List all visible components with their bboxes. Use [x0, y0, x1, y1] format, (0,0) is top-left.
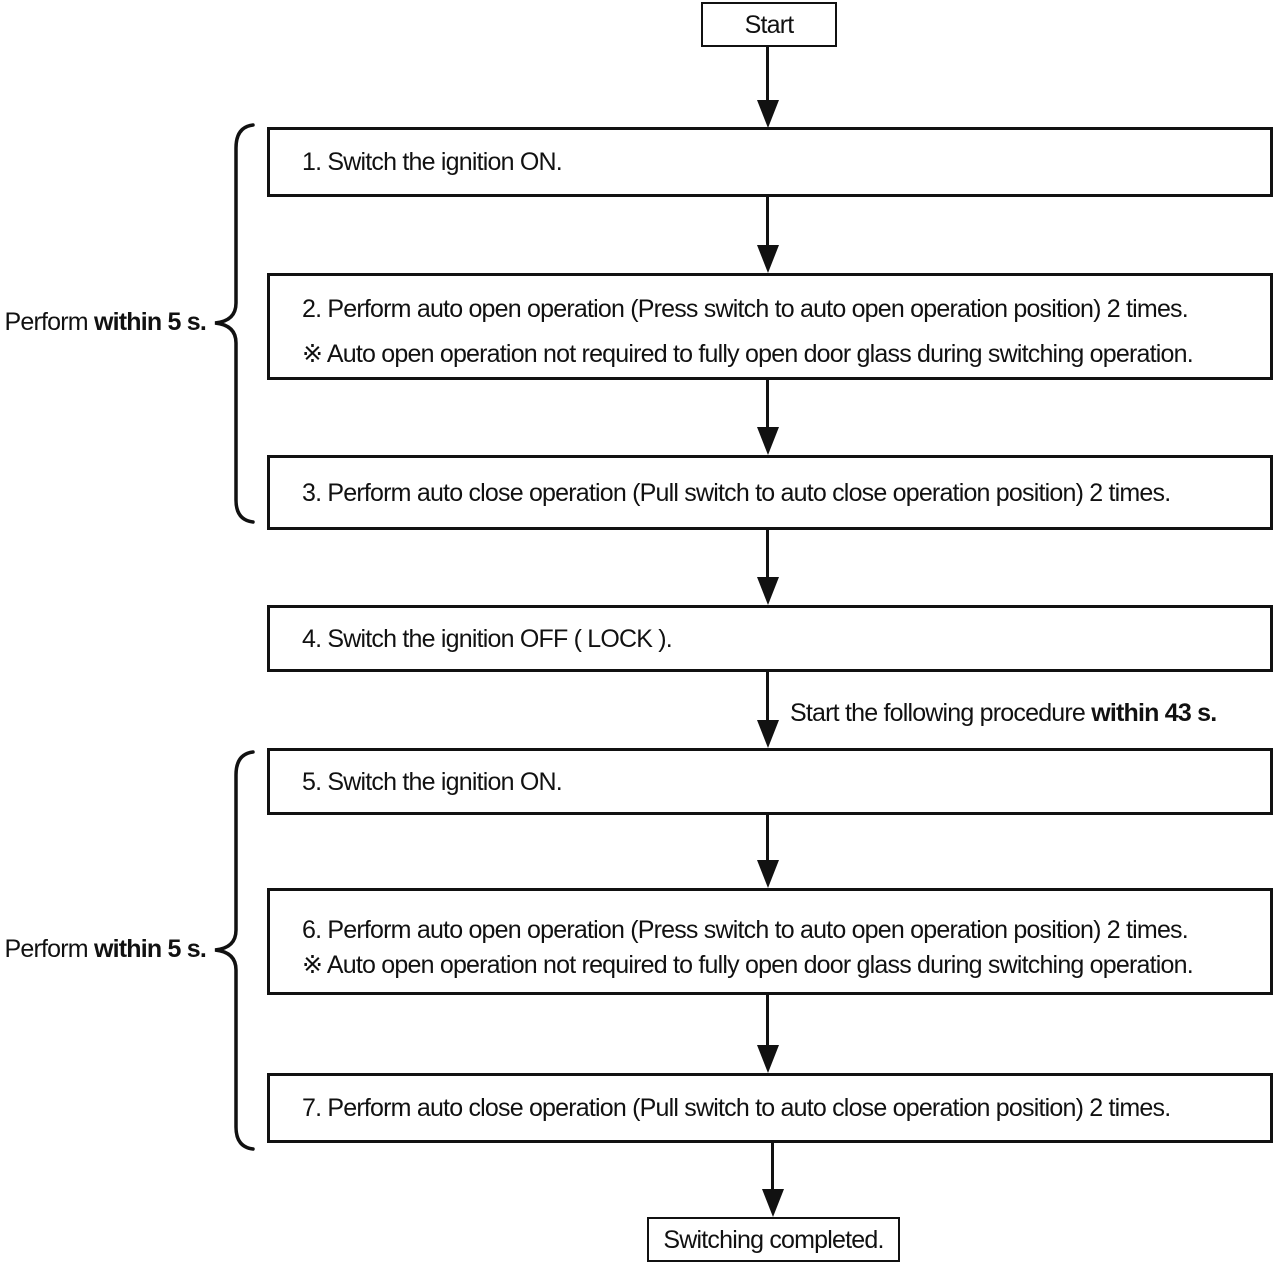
step6-text: 6. Perform auto open operation (Press sw…	[302, 916, 1189, 944]
step3-box: 3. Perform auto close operation (Pull sw…	[267, 455, 1273, 530]
step7-box: 7. Perform auto close operation (Pull sw…	[267, 1073, 1273, 1143]
arrow-step6-to-step7	[766, 995, 769, 1047]
step7-text: 7. Perform auto close operation (Pull sw…	[302, 1094, 1171, 1122]
step4-text: 4. Switch the ignition OFF ( LOCK ).	[302, 624, 673, 653]
brace-label-bottom: Perform within 5 s.	[2, 934, 206, 964]
arrow-step2-to-step3	[766, 380, 769, 429]
brace-steps-5-7	[214, 750, 255, 1151]
step1-text: 1. Switch the ignition ON.	[302, 148, 563, 176]
start-node: Start	[701, 2, 837, 47]
arrow-start-to-step1	[766, 47, 769, 102]
arrow-step4-to-step5	[766, 672, 769, 722]
arrowhead-step7-to-end	[762, 1189, 784, 1217]
end-node-label: Switching completed.	[663, 1225, 884, 1254]
arrowhead-step5-to-step6	[757, 860, 779, 888]
brace-label-bottom-prefix: Perform	[4, 935, 94, 963]
arrow-step7-to-end	[771, 1143, 774, 1191]
start-node-label: Start	[744, 10, 795, 39]
arrowhead-step4-to-step5	[757, 720, 779, 748]
arrow-step5-to-step6	[766, 815, 769, 862]
step3-text: 3. Perform auto close operation (Pull sw…	[302, 478, 1171, 507]
timing-label-43s-prefix: Start the following procedure	[790, 699, 1092, 727]
arrowhead-step1-to-step2	[757, 245, 779, 273]
step2-note: ※ Auto open operation not required to fu…	[302, 340, 1194, 368]
step4-box: 4. Switch the ignition OFF ( LOCK ).	[267, 605, 1273, 672]
brace-label-top-bold: within 5 s.	[93, 308, 207, 336]
arrowhead-step6-to-step7	[757, 1045, 779, 1073]
step5-box: 5. Switch the ignition ON.	[267, 748, 1273, 815]
arrow-step1-to-step2	[766, 197, 769, 247]
step2-text: 2. Perform auto open operation (Press sw…	[302, 295, 1189, 323]
timing-label-43s: Start the following procedure within 43 …	[790, 698, 1217, 728]
step1-box: 1. Switch the ignition ON.	[267, 127, 1273, 197]
brace-steps-1-3	[214, 123, 255, 524]
brace-label-bottom-bold: within 5 s.	[93, 935, 207, 963]
brace-label-top-prefix: Perform	[4, 308, 94, 336]
step2-box: 2. Perform auto open operation (Press sw…	[267, 273, 1273, 380]
end-node: Switching completed.	[647, 1217, 900, 1262]
step6-note: ※ Auto open operation not required to fu…	[302, 951, 1194, 979]
arrowhead-start-to-step1	[757, 100, 779, 128]
brace-label-top: Perform within 5 s.	[2, 307, 206, 337]
timing-label-43s-bold: within 43 s.	[1091, 699, 1217, 727]
step6-box: 6. Perform auto open operation (Press sw…	[267, 888, 1273, 995]
step5-text: 5. Switch the ignition ON.	[302, 767, 563, 796]
arrowhead-step3-to-step4	[757, 577, 779, 605]
arrow-step3-to-step4	[766, 530, 769, 579]
arrowhead-step2-to-step3	[757, 427, 779, 455]
